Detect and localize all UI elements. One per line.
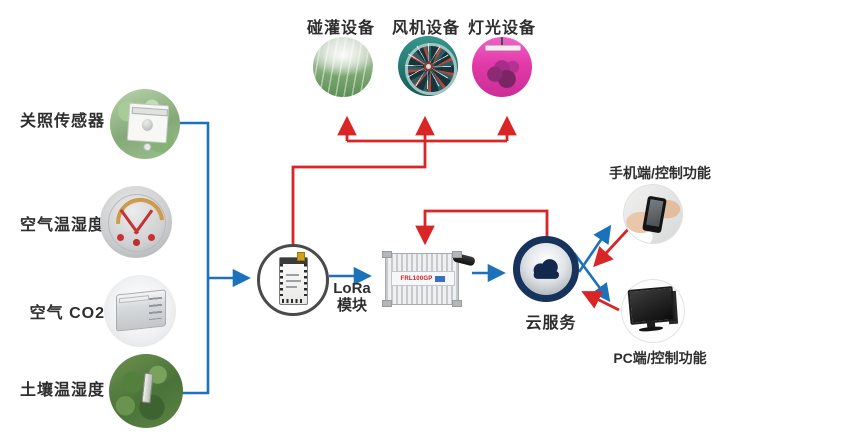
pcb-silkscreen-3 — [286, 286, 297, 288]
sensor-nub — [142, 142, 152, 152]
pcb-silkscreen-2 — [286, 280, 301, 282]
gauge-face — [107, 193, 167, 253]
pc-monitor-screen — [627, 286, 676, 325]
lora-module-label: LoRa 模块 — [322, 280, 382, 314]
pcb-pins-right — [304, 264, 307, 296]
smartphone-body — [641, 195, 667, 234]
lora-label-line1: LoRa — [333, 280, 371, 297]
cloud-service-icon — [513, 236, 579, 302]
pc-client-label: PC端/控制功能 — [613, 350, 707, 366]
pcb-pins-left — [280, 264, 283, 296]
mobile-client-label: 手机端/控制功能 — [609, 165, 711, 181]
pcb-top-band — [280, 258, 307, 264]
co2-sensor-label: 空气 CO2 — [29, 305, 105, 322]
gateway-mount-tab — [452, 300, 462, 307]
gateway-mount-tab — [382, 251, 392, 258]
air-temp-humidity-gauge-photo — [100, 186, 172, 258]
co2-sensor-photo — [104, 275, 176, 347]
light-sensor-photo — [110, 89, 180, 159]
gauge-tip-right — [147, 233, 155, 241]
light-device-label: 灯光设备 — [467, 20, 536, 37]
gateway-mount-tab — [382, 300, 392, 307]
co2-ridge — [118, 295, 149, 304]
lamp-stem — [500, 37, 504, 47]
smartphone-photo — [623, 184, 683, 244]
cloud-icon — [533, 259, 559, 279]
fan-photo — [398, 36, 458, 96]
light-sensor-box — [126, 103, 169, 152]
lora-label-line2: 模块 — [336, 297, 367, 314]
co2-box — [115, 289, 166, 332]
lora-module-node — [257, 244, 329, 316]
irrigation-device-label: 碰灌设备 — [306, 20, 375, 37]
gauge-tip-left — [117, 233, 125, 241]
gateway-model-text: FRL100GP — [400, 275, 433, 282]
sensor-label-strip — [131, 106, 168, 118]
gauge-arc — [105, 187, 172, 256]
pc-monitor-base — [638, 325, 664, 333]
soil-temp-humidity-label: 土壤温湿度 — [19, 382, 105, 399]
air-temp-humidity-label: 空气温湿度 — [19, 217, 105, 234]
gauge-knob — [133, 239, 140, 246]
soil-temp-humidity-photo — [109, 354, 183, 428]
pcb-silkscreen-1 — [286, 274, 299, 276]
sprinkler-photo — [313, 37, 373, 97]
pcb-antenna-connector — [297, 252, 305, 261]
co2-vent-slots — [148, 296, 162, 321]
gateway-blue-chip — [435, 275, 446, 282]
lora-pcb — [279, 252, 308, 305]
cloud-service-label: 云服务 — [525, 315, 577, 332]
pcb-bottom-pins — [282, 299, 303, 303]
fan-device-label: 风机设备 — [391, 20, 460, 37]
desktop-monitor-photo — [621, 279, 685, 343]
smartphone-screen — [645, 199, 664, 227]
light-sensor-label: 关照传感器 — [19, 113, 105, 130]
sensor-dome — [140, 118, 153, 132]
grow-light-photo — [472, 37, 532, 97]
soil-probe — [141, 372, 154, 404]
gateway-mount-tab — [452, 251, 462, 258]
lora-gateway-device: FRL100GP — [382, 251, 476, 307]
lamp-bar — [485, 44, 521, 51]
gateway-label-band: FRL100GP — [391, 271, 455, 286]
fan-hub — [425, 63, 431, 69]
